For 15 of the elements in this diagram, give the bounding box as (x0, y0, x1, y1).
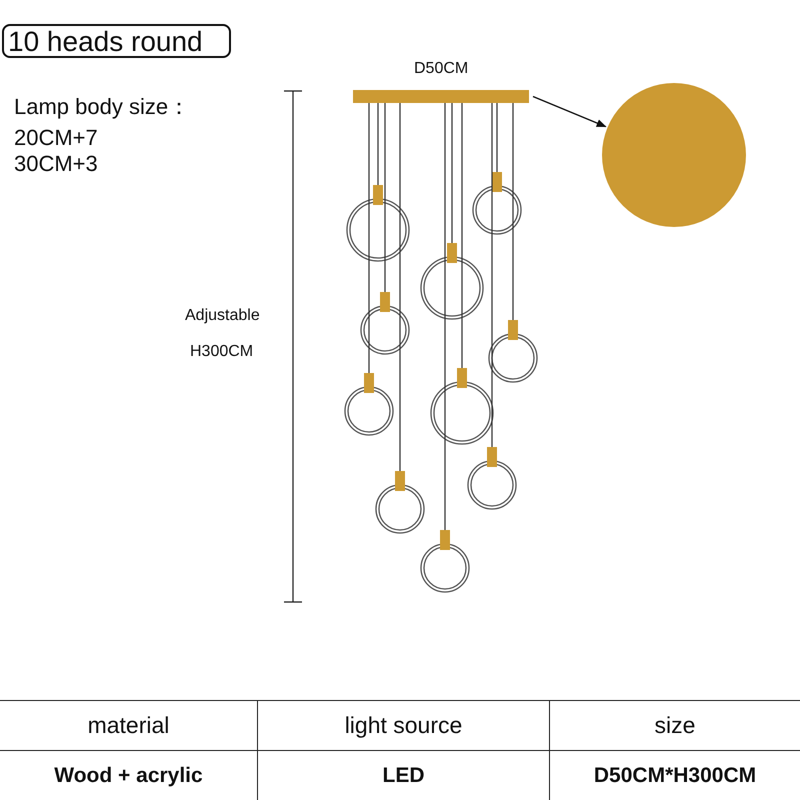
spec-text: 20CM+7 (14, 125, 98, 151)
spec-text: Lamp body size： (14, 93, 190, 121)
dimension-label: H300CM (190, 343, 254, 361)
table-header-cell: light source (258, 701, 550, 751)
table-cell-text: D50CM*H300CM (592, 763, 758, 789)
spec-text: 30CM+3 (14, 151, 98, 177)
ceiling-canopy (353, 90, 529, 103)
dimension-label: D50CM (414, 60, 468, 78)
title-box: 10 heads round (2, 24, 231, 58)
arrow (532, 96, 607, 128)
table-cell: LED (258, 751, 550, 800)
table-header-cell: size (550, 701, 800, 751)
dimension-label: Adjustable (185, 307, 260, 325)
table-cell: Wood + acrylic (0, 751, 258, 800)
table-header-cell: material (0, 701, 258, 751)
